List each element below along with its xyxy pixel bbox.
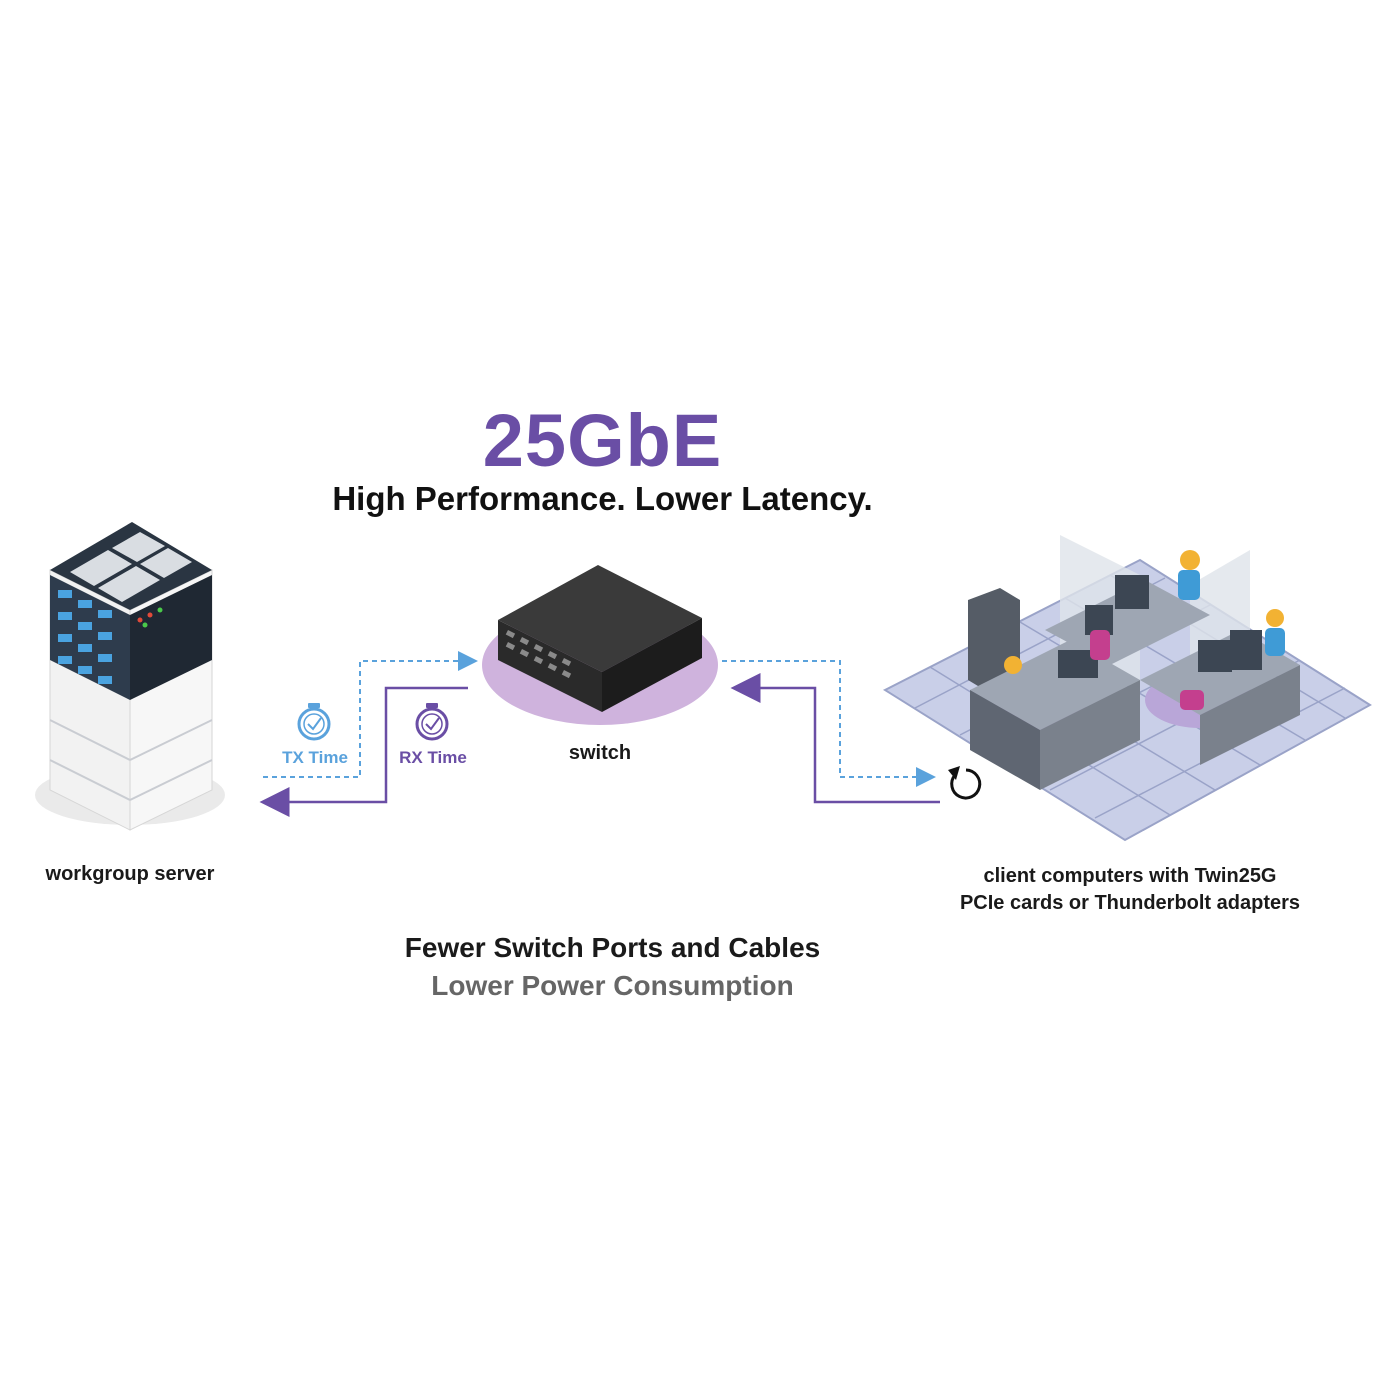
office-workstations-icon (882, 535, 1372, 842)
server-rack-icon (35, 522, 225, 831)
switch-to-client-path (722, 660, 936, 787)
switch-label: switch (568, 742, 632, 764)
rx-time-label: RX Time (399, 748, 467, 767)
client-label: client computers with Twin25G PCIe cards… (930, 863, 1330, 917)
subheadline: High Performance. Lower Latency. (332, 480, 873, 517)
network-switch-icon (482, 565, 718, 725)
footer-line-2: Lower Power Consumption (431, 970, 794, 1001)
refresh-icon (948, 766, 982, 800)
stopwatch-icon (297, 703, 331, 741)
client-to-switch-path (730, 673, 940, 804)
tx-path (263, 651, 478, 778)
headline: 25GbE (482, 399, 723, 482)
footer-line-1: Fewer Switch Ports and Cables (404, 932, 821, 963)
client-label-line2: PCIe cards or Thunderbolt adapters (959, 892, 1301, 914)
rx-path (259, 686, 468, 817)
client-label-line1: client computers with Twin25G (983, 865, 1277, 887)
server-label: workgroup server (45, 863, 215, 885)
tx-time-label: TX Time (282, 748, 348, 767)
stopwatch-icon (415, 703, 449, 741)
